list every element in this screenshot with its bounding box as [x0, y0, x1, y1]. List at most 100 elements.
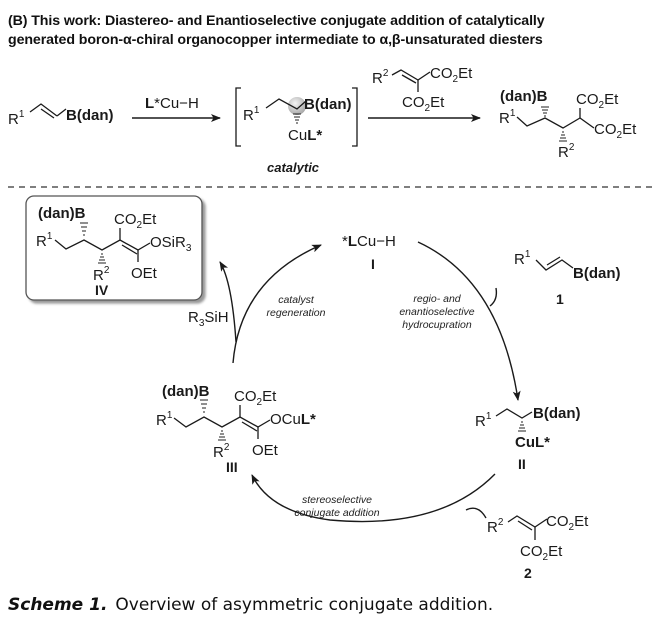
alkene-bond	[391, 69, 431, 81]
ester-group: CO2Et	[234, 388, 277, 408]
r1-label: R1	[8, 109, 25, 128]
reagent-2-entry-curve	[465, 507, 487, 519]
title-line-1: (B) This work: Diastereo- and Enantiosel…	[8, 13, 545, 29]
compound-label-iv: IV	[95, 282, 109, 298]
oet-group: OEt	[252, 442, 279, 459]
hashed-bond-boron	[541, 106, 549, 117]
hashed-bond	[518, 421, 526, 432]
compound-label-ii: II	[518, 456, 526, 472]
enol-double-bond	[121, 244, 138, 255]
r1-label: R1	[36, 231, 53, 250]
carbon-chain	[516, 116, 595, 129]
silyl-ketene-acetal-iv: (dan)B R1 CO2Et OSiR3 R2 OEt IV	[36, 205, 192, 298]
alkene-bond	[535, 259, 574, 271]
ester-bottom: CO2Et	[520, 543, 563, 563]
svg-text:conjugate addition: conjugate addition	[294, 507, 379, 519]
r1-label: R1	[499, 108, 516, 127]
alkyl-chain	[495, 408, 533, 419]
svg-text:enantioselective: enantioselective	[399, 306, 474, 318]
cul-group: CuL*	[288, 127, 322, 144]
hashed-bond-r2	[98, 253, 106, 264]
catalytic-label: catalytic	[267, 160, 320, 175]
boron-group: (dan)B	[38, 205, 86, 222]
r2-label: R2	[372, 68, 389, 87]
alkene-double-bond	[40, 108, 55, 119]
bdan-group: B(dan)	[573, 265, 621, 282]
r2-label: R2	[487, 517, 504, 536]
chiral-center-highlight	[288, 97, 306, 115]
bracketed-intermediate: R1 B(dan) CuL* catalytic	[235, 87, 358, 175]
ester-bottom: CO2Et	[594, 121, 637, 141]
svg-text:catalyst: catalyst	[278, 294, 315, 306]
left-bracket	[235, 87, 241, 147]
compound-label-iii: III	[226, 459, 238, 475]
label-hydrocupration: regio- and enantioselective hydrocuprati…	[399, 293, 474, 331]
r2-label: R2	[558, 142, 575, 161]
product-box-iv	[25, 195, 203, 301]
osir3-group: OSiR3	[150, 234, 192, 254]
scheme-title: (B) This work: Diastereo- and Enantiosel…	[8, 12, 545, 50]
caption-label: Scheme 1.	[8, 595, 108, 615]
oet-group: OEt	[131, 265, 158, 282]
substrate-1-entry-curve	[489, 287, 498, 307]
ester-top: CO2Et	[546, 513, 589, 533]
ocul-group: OCuL*	[270, 411, 316, 428]
reagent-diester: R2 CO2Et CO2Et	[372, 65, 473, 114]
arrow-conjugate-addition	[251, 473, 496, 523]
right-bracket	[352, 87, 358, 147]
catalyst-lcuh: *LCu−H	[342, 233, 396, 250]
label-conjugate-addition: stereoselective conjugate addition	[294, 494, 379, 519]
boron-bond	[56, 108, 67, 117]
alkyl-chain	[265, 98, 307, 110]
arrow-catalyst-regeneration	[232, 244, 322, 364]
figure-caption: Scheme 1. Overview of asymmetric conjugat…	[8, 595, 493, 615]
compound-label-2: 2	[524, 565, 532, 581]
bdan-group: B(dan)	[304, 96, 352, 113]
boron-group: (dan)B	[500, 88, 548, 105]
compound-label-1: 1	[556, 291, 564, 307]
ester-top: CO2Et	[430, 65, 473, 85]
hashed-bond-boron	[200, 399, 208, 413]
alkene-double-bond	[546, 256, 561, 266]
alkene-bond	[507, 515, 548, 528]
r1-label: R1	[156, 410, 173, 429]
boron-group: (dan)B	[162, 383, 210, 400]
reagent-lcuh: L*Cu−H	[145, 95, 199, 112]
title-line-2: generated boron-α-chiral organocopper in…	[8, 32, 543, 48]
carbon-chain	[173, 416, 271, 428]
svg-text:stereoselective: stereoselective	[302, 494, 372, 506]
alkene-bond	[29, 103, 58, 117]
bdan-group: B(dan)	[66, 107, 114, 124]
r2-label: R2	[213, 442, 230, 461]
hashed-bond-r2	[559, 131, 567, 142]
ester-group: CO2Et	[114, 211, 157, 231]
arrow-to-product-iv	[219, 261, 237, 343]
r1-label: R1	[514, 249, 531, 268]
compound-label-i: I	[371, 256, 375, 272]
caption-text: Overview of asymmetric conjugate additio…	[115, 595, 494, 615]
label-catalyst-regeneration: catalyst regeneration	[267, 294, 326, 319]
substrate-vinylboronate: R1 B(dan)	[8, 103, 114, 128]
cul-group: CuL*	[515, 434, 550, 451]
svg-text:regio- and: regio- and	[413, 293, 461, 305]
svg-text:regeneration: regeneration	[267, 307, 326, 319]
r2-label: R2	[93, 265, 110, 284]
compound-2: R2 CO2Et CO2Et 2	[487, 513, 589, 581]
hashed-bond-r2	[218, 430, 226, 441]
r1-label: R1	[243, 105, 260, 124]
copper-enolate-iii: (dan)B R1 CO2Et OCuL* R2 OEt III	[156, 383, 316, 475]
silane-r3sih: R3SiH	[188, 309, 229, 329]
compound-1: R1 B(dan) 1	[514, 249, 621, 307]
ester-top: CO2Et	[576, 91, 619, 111]
enolate-double-bond	[241, 421, 258, 432]
alkene-double-bond	[517, 520, 533, 531]
organocopper-ii: R1 B(dan) CuL* II	[475, 405, 581, 472]
svg-text:hydrocupration: hydrocupration	[402, 319, 472, 331]
hashed-bond-boron	[80, 222, 88, 236]
arrow-hydrocupration	[417, 241, 521, 401]
alkene-double-bond	[401, 74, 417, 84]
ester-bottom: CO2Et	[402, 94, 445, 114]
product: (dan)B R1 R2 CO2Et CO2Et	[499, 88, 637, 161]
hashed-bond	[293, 113, 301, 124]
